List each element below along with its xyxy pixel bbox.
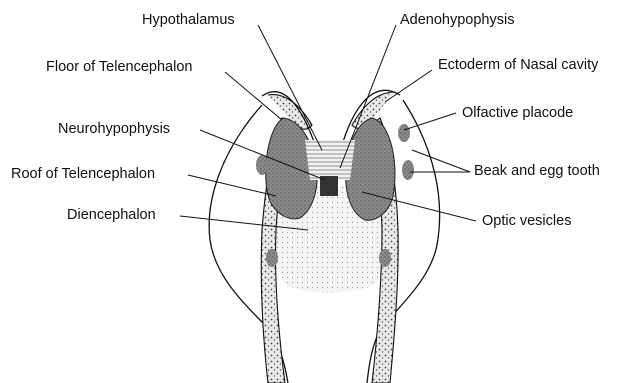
label-hypothalamus: Hypothalamus xyxy=(142,12,235,28)
label-roof-telencephalon: Roof of Telencephalon xyxy=(11,166,155,182)
left-placode xyxy=(256,155,268,175)
label-neurohypophysis: Neurohypophysis xyxy=(58,121,170,137)
label-diencephalon: Diencephalon xyxy=(67,207,156,223)
right-placode xyxy=(398,124,410,142)
left-lower-blob xyxy=(266,249,278,267)
label-beak-egg-tooth: Beak and egg tooth xyxy=(474,163,600,179)
label-adenohypophysis: Adenohypophysis xyxy=(400,12,514,28)
leader-roof xyxy=(188,175,276,196)
hypothalamus-hatched xyxy=(305,140,355,180)
right-egg-tooth xyxy=(402,160,414,180)
label-olfactive-placode: Olfactive placode xyxy=(462,105,573,121)
leader-ectoderm xyxy=(385,70,432,102)
leader-beak-1 xyxy=(412,150,470,172)
label-ectoderm-nasal: Ectoderm of Nasal cavity xyxy=(438,57,599,73)
right-lower-blob xyxy=(379,249,391,267)
label-floor-telencephalon: Floor of Telencephalon xyxy=(46,59,192,75)
label-optic-vesicles: Optic vesicles xyxy=(482,213,571,229)
